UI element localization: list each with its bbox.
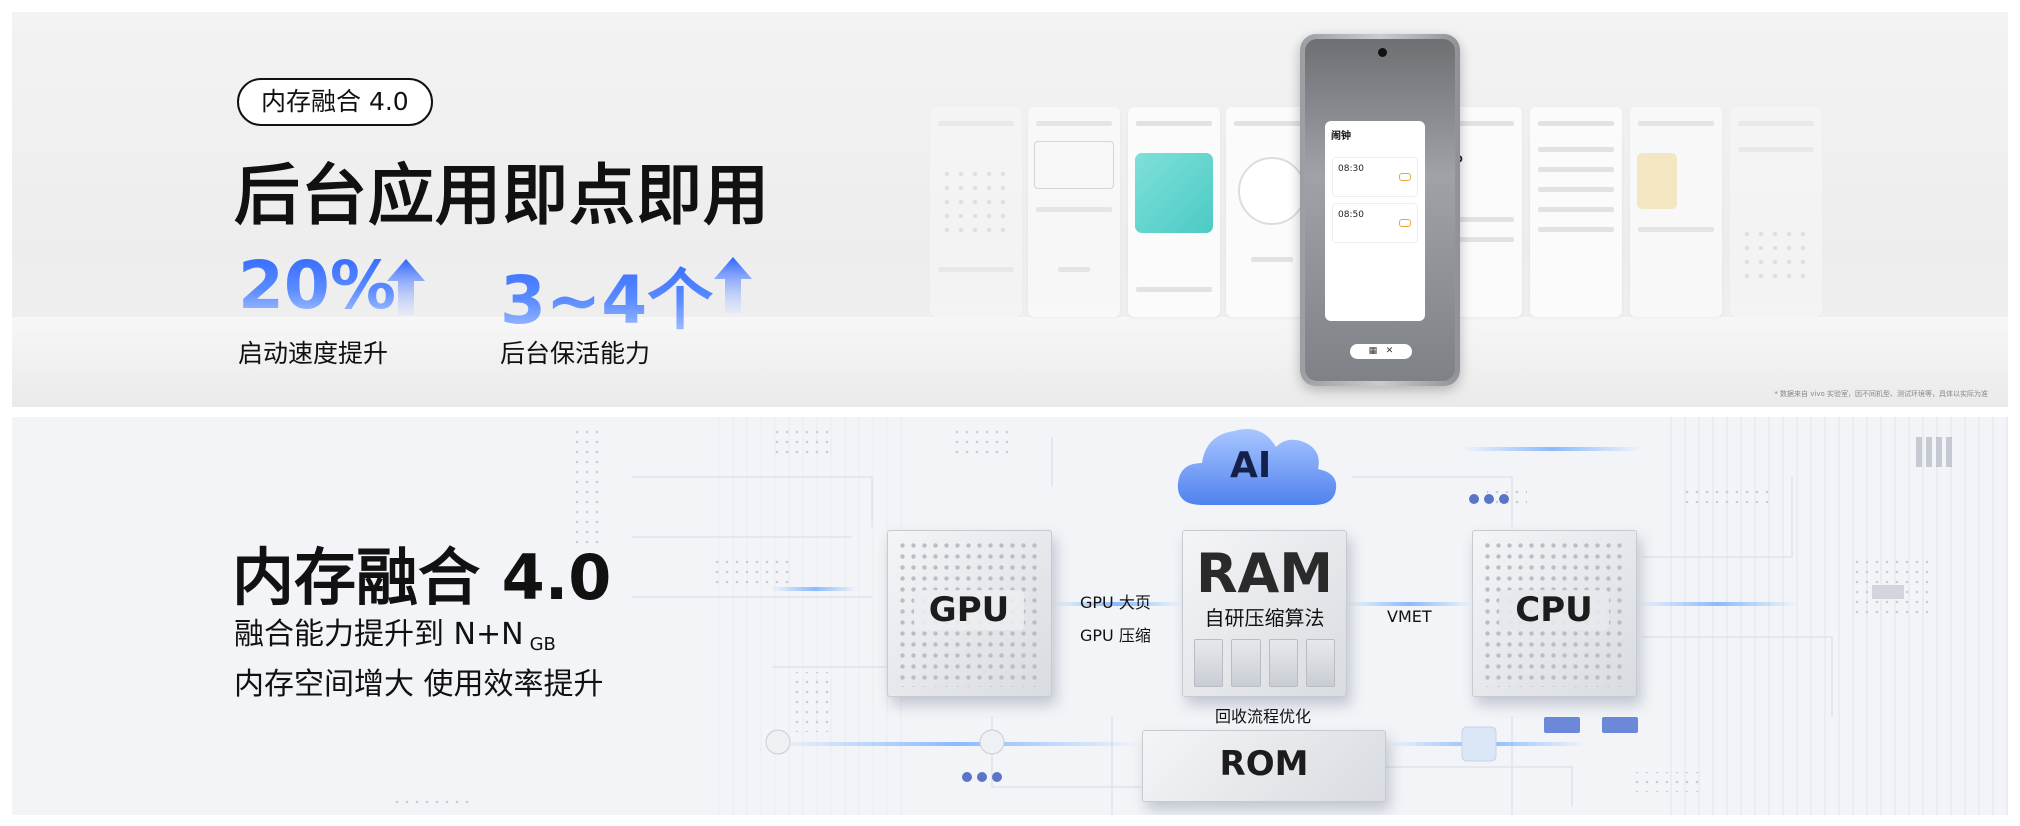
ai-cloud-icon [1177, 429, 1337, 505]
alarm-time: 08:30 [1338, 164, 1364, 174]
vmet-label: VMET [1387, 607, 1432, 626]
gpu-chip-label: GPU [914, 590, 1024, 630]
circuit-board-background [392, 417, 2008, 815]
memory-fusion-feature-banner: 内存融合 4.0 后台应用即点即用 20% 启动速度提升 3~4个 后台保活能力… [12, 12, 2008, 407]
rom-chip-label: ROM [1219, 744, 1309, 784]
stat-launch-speed-label: 启动速度提升 [238, 339, 389, 368]
alarm-item: 08:30 [1332, 157, 1418, 197]
phone-mockup: 闹钟 08:30 08:50 ▦ ✕ [1300, 34, 1460, 386]
app-card-smart-home [1128, 107, 1220, 317]
ram-chip: RAM 自研压缩算法 [1182, 530, 1347, 697]
arrow-up-icon [387, 259, 425, 315]
feature-badge: 内存融合 4.0 [237, 78, 433, 126]
rom-chip: ROM [1142, 730, 1386, 802]
cpu-chip-label: CPU [1499, 590, 1609, 630]
banner-title: 后台应用即点即用 [234, 157, 770, 234]
efficiency-line: 内存空间增大 使用效率提升 [234, 667, 604, 702]
section-title: 内存融合 4.0 [232, 541, 612, 614]
task-dock: ▦ ✕ [1350, 344, 1412, 359]
app-card-shop [930, 107, 1022, 317]
capacity-text: 融合能力提升到 N+N [234, 617, 524, 652]
gpu-chip: GPU [887, 530, 1052, 697]
ram-modules [1194, 639, 1335, 687]
compression-algorithm-label: 自研压缩算法 [1204, 606, 1325, 630]
clock-app-title: 闹钟 [1331, 131, 1351, 142]
phone-screen: 闹钟 08:30 08:50 ▦ ✕ [1305, 39, 1455, 381]
cpu-chip: CPU [1472, 530, 1637, 697]
app-card-jovi [1630, 107, 1722, 317]
gpu-compression-label: GPU 压缩 [1080, 626, 1151, 645]
stat-background-keepalive-value: 3~4个 [500, 247, 713, 343]
ram-chip-label: RAM [1195, 542, 1334, 605]
app-card-contacts [1530, 107, 1622, 317]
alarm-time: 08:50 [1338, 210, 1364, 220]
ai-label: AI [1230, 445, 1272, 486]
front-camera [1378, 48, 1387, 57]
arrow-up-icon [714, 257, 752, 313]
stat-launch-speed-value: 20% [238, 247, 396, 324]
banner-floor [12, 317, 2008, 407]
app-card-notes [1028, 107, 1120, 317]
stat-background-keepalive-label: 后台保活能力 [500, 339, 651, 368]
gpu-large-page-label: GPU 大页 [1080, 593, 1151, 612]
app-card-settings [1730, 107, 1822, 317]
clock-app-window: 闹钟 08:30 08:50 [1325, 121, 1425, 321]
reclaim-flow-label: 回收流程优化 [1215, 707, 1312, 726]
alarm-item: 08:50 [1332, 203, 1418, 243]
capacity-unit: GB [529, 634, 556, 655]
footnote: * 数据来自 vivo 实验室，因不同机型、测试环境等，具体以实际为准 [1774, 390, 1988, 398]
